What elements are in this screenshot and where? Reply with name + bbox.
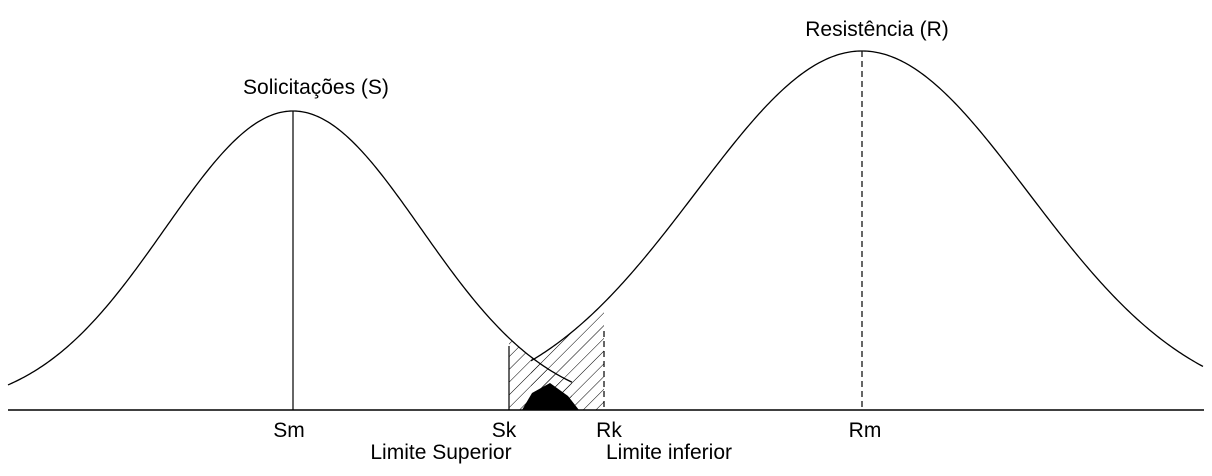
sm-label: Sm xyxy=(273,419,305,442)
load-title: Solicitações (S) xyxy=(243,76,389,99)
resistance-title: Resistência (R) xyxy=(805,18,949,41)
failure-overlap-region xyxy=(522,383,579,410)
resistance-lower-tail-hatch xyxy=(531,302,604,410)
upper-limit-label: Limite Superior xyxy=(370,441,511,464)
resistance-distribution-curve xyxy=(530,50,1204,368)
sk-label: Sk xyxy=(492,419,517,442)
lower-limit-label: Limite inferior xyxy=(606,441,732,464)
rk-label: Rk xyxy=(596,419,622,442)
rm-label: Rm xyxy=(849,419,882,442)
load-distribution-curve xyxy=(7,110,573,386)
